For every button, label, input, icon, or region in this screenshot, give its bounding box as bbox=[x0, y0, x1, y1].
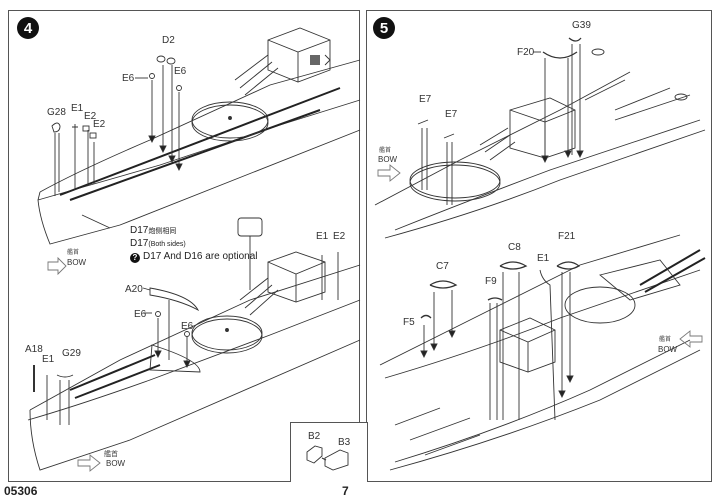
part-label-e6: E6 bbox=[174, 66, 187, 77]
part-label-c7: C7 bbox=[436, 261, 449, 272]
bow-cn-label: 艦首 bbox=[67, 250, 80, 256]
part-label-d2: D2 bbox=[162, 35, 175, 46]
d17-both-label: D17 bbox=[130, 238, 149, 249]
page-number: 7 bbox=[342, 484, 349, 498]
part-label-e2: E2 bbox=[84, 111, 97, 122]
part-label-g29: G29 bbox=[62, 348, 81, 359]
part-label-e2: E2 bbox=[93, 119, 106, 130]
d17-note: D17炮侧相同 D17(Both sides) ?D17 And D16 are… bbox=[130, 225, 258, 263]
bow-arrow-icon bbox=[77, 454, 101, 472]
product-code: 05306 bbox=[4, 484, 38, 498]
bow-label: BOW bbox=[106, 459, 126, 468]
bow-cn-label: 艦首 bbox=[379, 148, 392, 154]
step-4-inset-panel bbox=[290, 422, 368, 482]
bow-label: BOW bbox=[658, 345, 678, 354]
part-label-b2: B2 bbox=[308, 431, 321, 442]
bow-arrow-icon bbox=[377, 164, 401, 182]
part-label-e7: E7 bbox=[419, 94, 432, 105]
step5-top-hull bbox=[374, 48, 706, 239]
step4-top-leaders bbox=[51, 55, 183, 229]
bow-cn-label: 艦首 bbox=[104, 451, 118, 458]
part-label-e7: E7 bbox=[445, 109, 458, 120]
step4-bottom-leaders bbox=[33, 236, 339, 425]
part-label-e1: E1 bbox=[71, 103, 84, 114]
part-label-f21: F21 bbox=[558, 231, 576, 242]
part-label-e1: E1 bbox=[537, 253, 550, 264]
part-label-f5: F5 bbox=[403, 317, 415, 328]
part-label-e6: E6 bbox=[181, 321, 194, 332]
part-label-b3: B3 bbox=[338, 437, 351, 448]
bow-label: BOW bbox=[67, 258, 87, 267]
optional-icon: ? bbox=[130, 253, 140, 263]
step-5-panel bbox=[366, 10, 712, 482]
step4-top-hull bbox=[37, 27, 361, 245]
step-5-badge: 5 bbox=[373, 17, 395, 39]
part-label-e1: E1 bbox=[316, 231, 329, 242]
bow-cn-label: 艦首 bbox=[659, 337, 672, 343]
step-4-panel bbox=[8, 10, 360, 482]
step-4-badge: 4 bbox=[17, 17, 39, 39]
part-label-a20: A20 bbox=[125, 284, 143, 295]
d17-cn-note: 炮侧相同 bbox=[148, 228, 177, 235]
optional-note: D17 And D16 are optional bbox=[143, 251, 258, 262]
part-label-a18: A18 bbox=[25, 344, 43, 355]
part-label-f9: F9 bbox=[485, 276, 497, 287]
d17-label: D17 bbox=[130, 225, 149, 236]
part-label-e6: E6 bbox=[134, 309, 147, 320]
bow-label: BOW bbox=[378, 155, 398, 164]
bow-arrow-icon bbox=[679, 330, 703, 348]
step5-bottom-hull bbox=[379, 234, 706, 471]
part-label-f20: F20 bbox=[517, 47, 535, 58]
d17-both-sides-note: (Both sides) bbox=[148, 241, 186, 248]
part-label-g39: G39 bbox=[572, 20, 591, 31]
part-label-e2: E2 bbox=[333, 231, 346, 242]
step5-bottom-leaders bbox=[420, 261, 581, 421]
part-label-g28: G28 bbox=[47, 107, 66, 118]
part-label-e6: E6 bbox=[122, 73, 135, 84]
step4-bottom-hull bbox=[27, 217, 361, 471]
part-label-c8: C8 bbox=[508, 242, 521, 253]
step5-top-leaders bbox=[417, 37, 584, 205]
inset-parts-drawing bbox=[306, 445, 349, 471]
part-label-e1: E1 bbox=[42, 354, 55, 365]
bow-arrow-icon bbox=[47, 256, 67, 276]
